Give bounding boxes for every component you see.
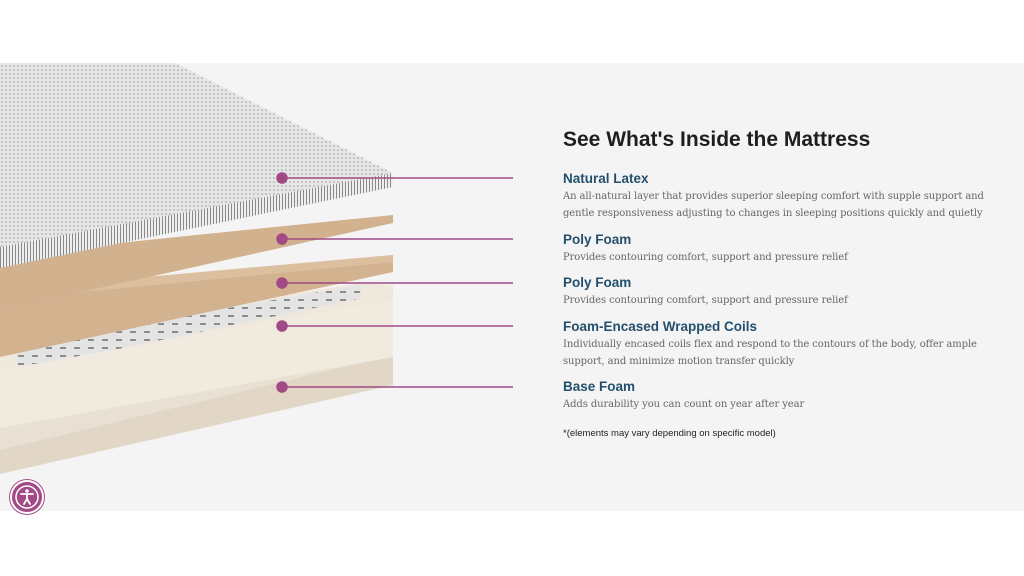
layer-description: Provides contouring comfort, support and…: [563, 252, 848, 263]
layer-wrapped-coils: Foam-Encased Wrapped Coils Individually …: [563, 318, 1018, 370]
callout-dot[interactable]: [276, 277, 288, 289]
layer-name: Poly Foam: [563, 232, 632, 247]
layer-name: Foam-Encased Wrapped Coils: [563, 319, 758, 334]
natural-latex-layer: [0, 63, 393, 247]
layer-poly-foam-2: Poly Foam Provides contouring comfort, s…: [563, 274, 1018, 309]
layer-description: Individually encased coils flex and resp…: [563, 339, 977, 367]
callout-dot[interactable]: [276, 320, 288, 332]
accessibility-button[interactable]: [10, 480, 44, 514]
callout-dot[interactable]: [276, 233, 288, 245]
layer-base-foam: Base Foam Adds durability you can count …: [563, 378, 1018, 413]
layer-description: Provides contouring comfort, support and…: [563, 295, 848, 306]
callout-dot[interactable]: [276, 381, 288, 393]
accessibility-icon: [15, 485, 39, 509]
layer-name: Base Foam: [563, 379, 636, 394]
layer-natural-latex: Natural Latex An all-natural layer that …: [563, 170, 1018, 222]
section-title: See What's Inside the Mattress: [563, 128, 871, 151]
disclaimer-note: *(elements may vary depending on specifi…: [563, 428, 776, 439]
layer-name: Poly Foam: [563, 275, 632, 290]
layer-description: Adds durability you can count on year af…: [563, 399, 805, 410]
poly-foam-layer-2: [0, 255, 393, 357]
layer-name: Natural Latex: [563, 171, 649, 186]
layer-poly-foam-1: Poly Foam Provides contouring comfort, s…: [563, 231, 1018, 266]
layer-description: An all-natural layer that provides super…: [563, 191, 984, 219]
callout-dot[interactable]: [276, 172, 288, 184]
